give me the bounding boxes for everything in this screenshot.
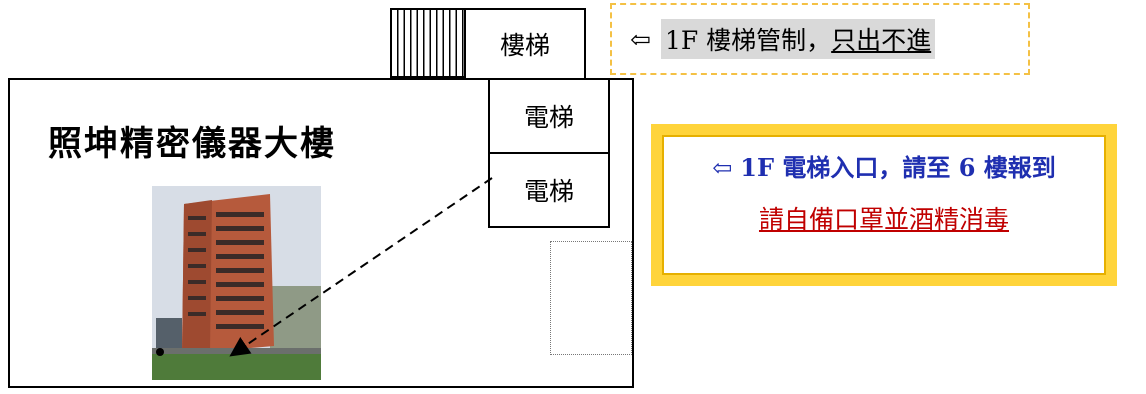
elevator-2-label: 電梯 [523, 177, 574, 206]
stair-hatch [390, 8, 466, 78]
building-title: 照坤精密儀器大樓 [48, 124, 336, 164]
stair-note-emphasis: 只出不進 [831, 26, 932, 55]
elevator-1: 電梯 [488, 78, 610, 154]
stair-note-highlight: 1F 樓梯管制，只出不進 [660, 19, 936, 59]
entrance-door-box [550, 241, 632, 355]
elevator-2: 電梯 [488, 152, 610, 228]
stair-note-prefix: 1F 樓梯管制， [664, 26, 832, 55]
elevator-note-instruction: ⇦1F 電梯入口，請至 6 樓報到 [662, 148, 1106, 183]
left-arrow-icon: ⇦ [630, 24, 651, 54]
stair-label: 樓梯 [499, 31, 550, 60]
elevator-1-label: 電梯 [523, 103, 574, 132]
left-arrow-icon: ⇦ [712, 153, 733, 182]
elevator-note-warning: 請自備口罩並酒精消毒 [758, 205, 1009, 234]
building-photo [152, 186, 321, 380]
elevator-note-line1: 1F 電梯入口，請至 6 樓報到 [740, 153, 1056, 182]
stair-note: ⇦ 1F 樓梯管制，只出不進 [630, 19, 936, 59]
elevator-note-box [662, 135, 1106, 275]
